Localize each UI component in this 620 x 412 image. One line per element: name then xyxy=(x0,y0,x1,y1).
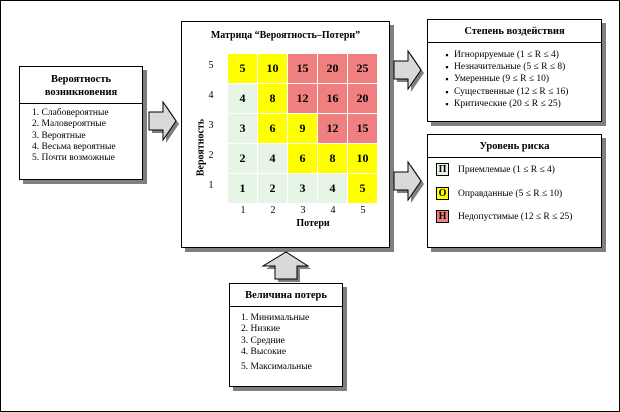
probability-item: 1. Слабовероятные xyxy=(32,108,109,118)
arrow-matrix-to-impact xyxy=(393,49,424,92)
bullet-icon: ▪ xyxy=(445,86,449,97)
matrix-cell: 10 xyxy=(348,144,377,173)
matrix-cell: 1 xyxy=(228,174,257,203)
matrix-cell: 10 xyxy=(258,54,287,83)
loss-item: 2. Низкие xyxy=(241,324,281,335)
risk-level-row: Н Недопустимые (12 ≤ R ≤ 25) xyxy=(436,210,572,223)
matrix-cell: 6 xyxy=(288,144,317,173)
matrix-cell: 3 xyxy=(288,174,317,203)
risk-level-swatch: П xyxy=(436,163,449,176)
impact-item: ▪ Существенные (12 ≤ R ≤ 16) xyxy=(440,86,601,98)
y-tick-label: 1 xyxy=(208,180,214,191)
probability-item: 2. Маловероятные xyxy=(32,119,106,130)
x-axis-label: Потери xyxy=(296,218,330,229)
loss-item: 3. Средние xyxy=(241,335,285,346)
probability-item: 5. Почти возможные xyxy=(32,153,115,164)
probability-box: Вероятность возникновения 1. Слабовероят… xyxy=(19,66,143,180)
risk-level-box: Уровень риска П Приемлемые (1 ≤ R ≤ 4) О Оп… xyxy=(427,134,602,248)
matrix-cell: 20 xyxy=(318,54,347,83)
matrix-cell: 2 xyxy=(228,144,257,173)
loss-item: 4. Высокие xyxy=(241,346,287,357)
matrix-cell: 15 xyxy=(348,114,377,143)
x-tick-label: 4 xyxy=(330,205,336,216)
impact-item: ▪ Незначительные (5 ≤ R ≤ 8) xyxy=(440,61,601,73)
matrix-cell: 6 xyxy=(258,114,287,143)
risk-level-row: О Оправданные (5 ≤ R ≤ 10) xyxy=(436,187,562,200)
bullet-icon: ▪ xyxy=(445,74,449,85)
probability-item: 4. Весьма вероятные xyxy=(32,141,116,152)
x-tick-label: 5 xyxy=(360,205,366,216)
impact-item-label: Незначительные (5 ≤ R ≤ 8) xyxy=(454,62,566,73)
impact-item-label: Игнорируемые (1 ≤ R ≤ 4) xyxy=(454,50,559,60)
impact-item-label: Умеренные (9 ≤ R ≤ 10) xyxy=(454,74,550,85)
loss-item: 5. Максимальные xyxy=(241,362,312,373)
matrix-cell: 12 xyxy=(288,84,317,113)
matrix-cell: 20 xyxy=(348,84,377,113)
probability-box-title: Вероятность возникновения xyxy=(44,74,118,98)
impact-item: ▪ Умеренные (9 ≤ R ≤ 10) xyxy=(440,73,601,85)
y-tick-label: 4 xyxy=(208,90,214,101)
impact-box-title: Степень воздействия xyxy=(464,26,565,37)
matrix-box: Матрица “Вероятность–Потери” Вероятность… xyxy=(181,21,390,248)
risk-level-label: Оправданные (5 ≤ R ≤ 10) xyxy=(458,188,563,199)
loss-item: 1. Минимальные xyxy=(241,313,310,323)
risk-box-divider xyxy=(428,157,601,158)
x-tick-label: 2 xyxy=(270,205,276,216)
y-tick-label: 2 xyxy=(208,150,214,161)
bullet-icon: ▪ xyxy=(445,98,449,109)
impact-item-label: Критические (20 ≤ R ≤ 25) xyxy=(454,98,561,109)
loss-box-divider xyxy=(230,306,342,307)
matrix-cell: 8 xyxy=(318,144,347,173)
matrix-cell: 9 xyxy=(288,114,317,143)
risk-level-swatch: Н xyxy=(436,210,449,223)
arrow-probability-to-matrix xyxy=(148,100,179,143)
matrix-cell: 4 xyxy=(318,174,347,203)
impact-list: ▪ Игнорируемые (1 ≤ R ≤ 4) ▪ Незначительные… xyxy=(428,43,601,110)
matrix-cell: 16 xyxy=(318,84,347,113)
matrix-cell: 25 xyxy=(348,54,377,83)
probability-item: 3. Вероятные xyxy=(32,130,86,141)
risk-box-title: Уровень риска xyxy=(479,141,550,152)
matrix-cell: 8 xyxy=(258,84,287,113)
risk-level-swatch: О xyxy=(436,187,449,200)
arrow-matrix-to-risk xyxy=(393,160,424,203)
bullet-icon: ▪ xyxy=(445,62,449,73)
impact-item-label: Существенные (12 ≤ R ≤ 16) xyxy=(454,86,569,97)
probability-box-divider xyxy=(20,103,142,104)
risk-level-label: Недопустимые (12 ≤ R ≤ 25) xyxy=(458,211,573,222)
matrix-cell: 12 xyxy=(318,114,347,143)
risk-level-row: П Приемлемые (1 ≤ R ≤ 4) xyxy=(436,163,555,176)
matrix-cell: 15 xyxy=(288,54,317,83)
loss-box-title: Величина потерь xyxy=(245,290,327,301)
matrix-cell: 4 xyxy=(228,84,257,113)
matrix-cell: 5 xyxy=(228,54,257,83)
matrix-cell: 3 xyxy=(228,114,257,143)
impact-item: ▪ Игнорируемые (1 ≤ R ≤ 4) xyxy=(440,49,601,61)
impact-item: ▪ Критические (20 ≤ R ≤ 25) xyxy=(440,98,601,110)
y-tick-label: 5 xyxy=(208,60,214,71)
matrix-cell: 4 xyxy=(258,144,287,173)
bullet-icon: ▪ xyxy=(445,50,449,60)
matrix-cell: 5 xyxy=(348,174,377,203)
impact-box: Степень воздействия ▪ Игнорируемые (1 ≤ R… xyxy=(427,19,602,122)
x-tick-label: 1 xyxy=(240,205,246,216)
impact-box-divider xyxy=(428,42,601,43)
y-tick-label: 3 xyxy=(208,120,214,131)
x-tick-label: 3 xyxy=(300,205,306,216)
risk-level-label: Приемлемые (1 ≤ R ≤ 4) xyxy=(458,164,555,175)
matrix-cell: 2 xyxy=(258,174,287,203)
matrix-title: Матрица “Вероятность–Потери” xyxy=(210,30,361,41)
arrow-losses-to-matrix xyxy=(261,251,311,282)
